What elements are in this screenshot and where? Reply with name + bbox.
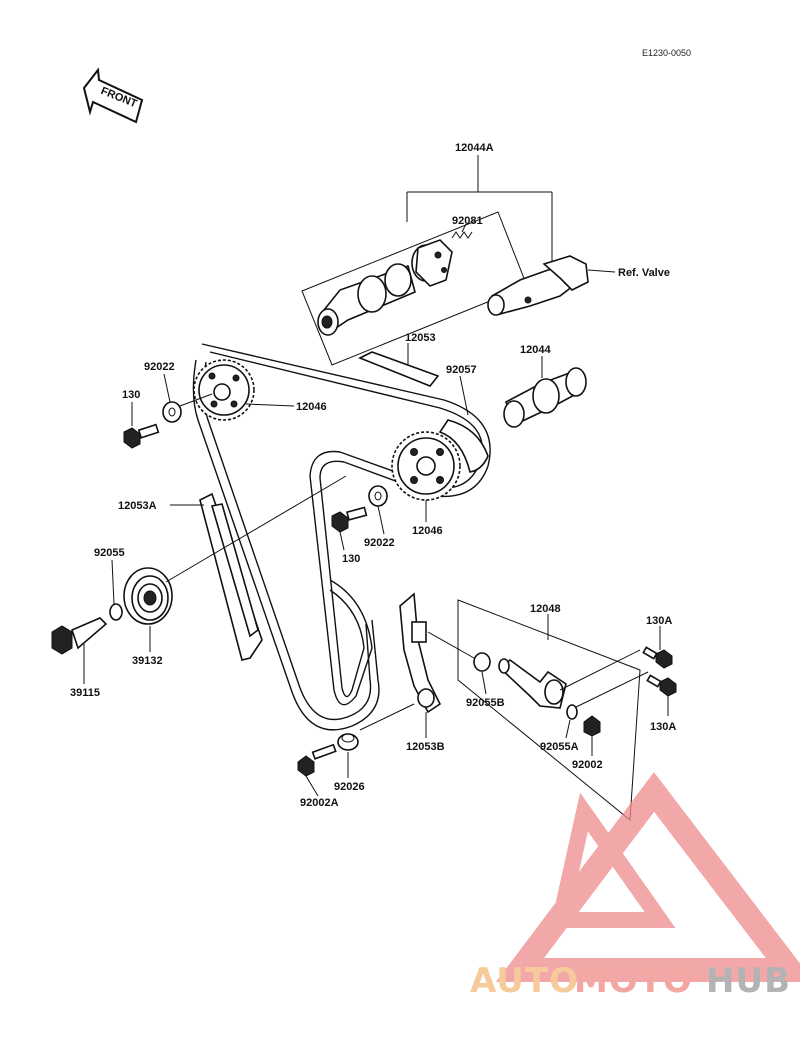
bolt-130-mid xyxy=(331,506,368,533)
timing-chain-left xyxy=(192,359,380,731)
intake-camshaft xyxy=(317,239,453,336)
washer-92022-left xyxy=(162,401,182,423)
label-92022-left: 92022 xyxy=(144,361,175,373)
label-12053A: 12053A xyxy=(118,500,157,512)
collar-92026 xyxy=(337,733,359,751)
bolt-130A-top xyxy=(642,646,673,669)
chain-guide-12053B xyxy=(399,592,442,714)
shaft-bolt-39115 xyxy=(51,617,108,655)
ref-code-text: E1230-0050 xyxy=(642,48,691,58)
label-12048: 12048 xyxy=(530,603,561,615)
ref-valve-label: Ref. Valve xyxy=(618,267,670,279)
watermark-moto-text: MOTO xyxy=(574,961,693,1001)
label-130A-top: 130A xyxy=(646,615,672,627)
label-92055B: 92055B xyxy=(466,697,505,709)
label-39132: 39132 xyxy=(132,655,163,667)
label-92002: 92002 xyxy=(572,759,603,771)
oring-92055B xyxy=(473,652,491,672)
label-12053B: 12053B xyxy=(406,741,445,753)
bolt-130A-bottom xyxy=(646,674,677,697)
bolt-130-left xyxy=(123,423,160,449)
front-arrow-icon: FRONT xyxy=(82,67,144,124)
label-92002A: 92002A xyxy=(300,797,339,809)
exhaust-sprocket xyxy=(391,419,489,501)
label-92081: 92081 xyxy=(452,215,483,227)
watermark-inner-triangle-icon xyxy=(550,792,676,928)
cap-bolt-92002 xyxy=(583,715,601,737)
label-12046-mid: 12046 xyxy=(412,525,443,537)
watermark-triangle-icon xyxy=(495,772,800,982)
rocker-arm xyxy=(487,255,589,316)
label-130A-bottom: 130A xyxy=(650,721,676,733)
chain-guide-12053 xyxy=(358,351,440,387)
label-12044A: 12044A xyxy=(455,142,494,154)
tensioner-box xyxy=(457,599,641,821)
label-130-left: 130 xyxy=(122,389,140,401)
spring-92081 xyxy=(451,223,473,239)
label-12044: 12044 xyxy=(520,344,551,356)
exhaust-camshaft xyxy=(503,367,587,428)
label-92055A: 92055A xyxy=(540,741,579,753)
timing-chain-inner2 xyxy=(201,343,491,698)
guide-roller-39132 xyxy=(123,567,173,625)
label-12046-top: 12046 xyxy=(296,401,327,413)
bolt-92002A xyxy=(297,743,337,777)
label-92026: 92026 xyxy=(334,781,365,793)
label-39115: 39115 xyxy=(70,687,100,699)
chain-tensioner xyxy=(498,658,567,709)
camshaft-assembly-bracket xyxy=(406,155,553,262)
washer-92022-mid xyxy=(368,485,388,507)
oring-92055A xyxy=(566,704,578,720)
watermark-auto-text: AUTO xyxy=(470,961,579,1001)
label-92022-mid: 92022 xyxy=(364,537,395,549)
label-12053-top: 12053 xyxy=(405,332,436,344)
label-92055: 92055 xyxy=(94,547,125,559)
label-130-mid: 130 xyxy=(342,553,360,565)
oring-92055 xyxy=(109,603,123,621)
watermark-hub-text: HUB xyxy=(706,961,791,1001)
automotohub-watermark: AUTO MOTO HUB xyxy=(470,772,800,1001)
intake-sprocket xyxy=(193,359,255,421)
label-92057: 92057 xyxy=(446,364,477,376)
chain-guide-12053A xyxy=(199,492,263,661)
